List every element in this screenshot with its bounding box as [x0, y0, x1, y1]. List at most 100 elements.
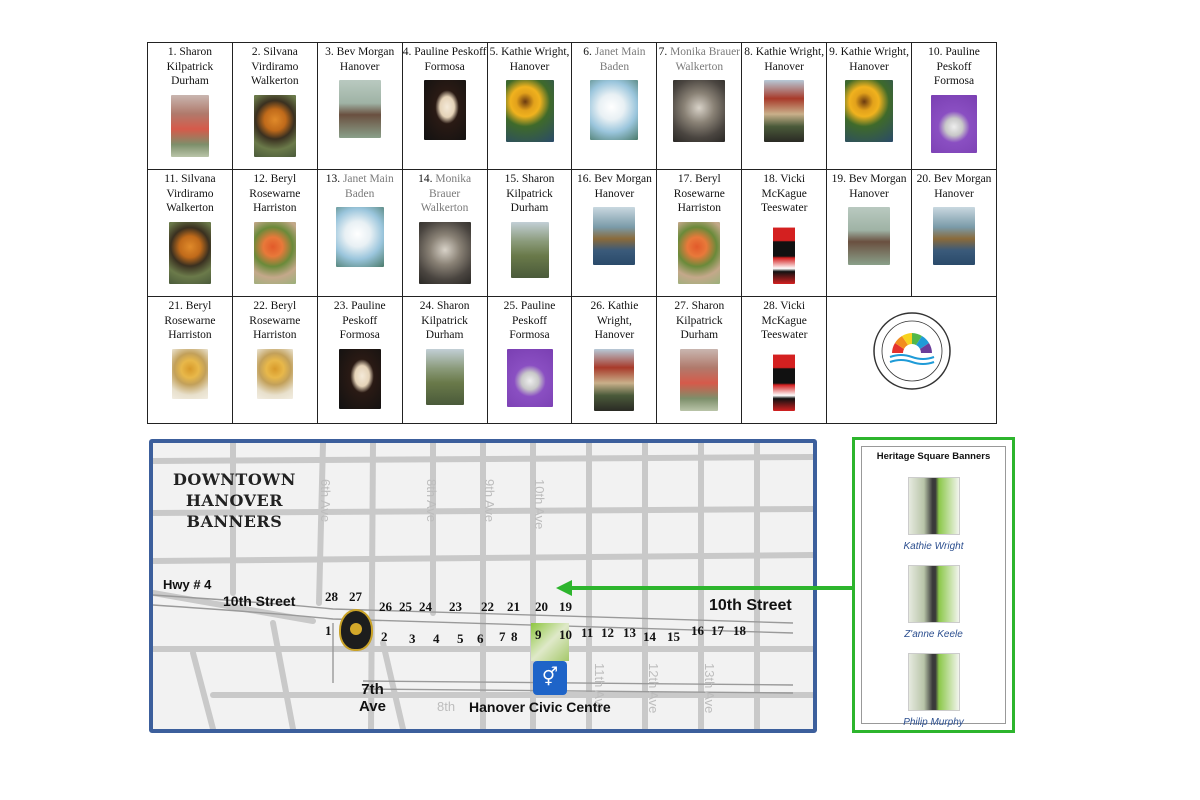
banner-town: Formosa — [509, 329, 550, 341]
banner-number: 5. — [489, 46, 499, 58]
banner-number: 1. — [167, 46, 177, 58]
banner-location-number: 9 — [535, 627, 542, 642]
banner-artwork-image — [256, 348, 293, 399]
heritage-banner-photo — [907, 565, 960, 623]
banner-town: Durham — [171, 75, 209, 87]
banner-town: Baden — [599, 60, 630, 73]
banner-number: 15. — [504, 173, 519, 185]
banner-location-number: 20 — [535, 599, 548, 614]
banner-cell: 26. Kathie Wright,Hanover — [571, 296, 658, 424]
banner-location-number: 25 — [399, 599, 412, 614]
banner-artist: Silvana Virdiramo — [166, 173, 216, 200]
washroom-icon: ⚥ — [533, 661, 567, 695]
banner-caption: 26. Kathie Wright,Hanover — [572, 297, 656, 343]
banner-location-number: 5 — [457, 631, 464, 646]
banner-artwork-image — [590, 80, 639, 140]
banner-artwork-image — [253, 221, 296, 284]
banner-artwork-image — [338, 348, 381, 409]
banner-artwork-image — [678, 221, 721, 284]
banner-number: 8. — [744, 46, 753, 58]
banner-town: Hanover — [339, 60, 380, 73]
banner-artist: Janet Main — [342, 173, 394, 185]
heritage-artist: Kathie Wright — [903, 541, 964, 552]
banner-location-number: 22 — [481, 599, 494, 614]
banner-number: 9. — [829, 46, 838, 58]
banner-artwork-image — [505, 80, 554, 142]
banner-caption: 9. Kathie Wright,Hanover — [827, 43, 911, 74]
banner-town: Harriston — [253, 329, 297, 341]
map-title: DOWNTOWN HANOVER BANNERS — [173, 470, 296, 531]
logo-cell — [826, 296, 997, 424]
banner-artist: Sharon Kilpatrick — [675, 300, 725, 327]
banner-town: Formosa — [933, 75, 975, 87]
banner-location-number: 6 — [477, 631, 484, 646]
banner-artist: Kathie Wright, — [755, 46, 825, 58]
banner-artwork-image — [253, 94, 296, 157]
banner-location-number: 10 — [559, 627, 572, 642]
heritage-square-marker — [531, 623, 569, 661]
banner-artwork-image — [680, 348, 719, 411]
civic-centre-label: Hanover Civic Centre — [469, 699, 611, 715]
banner-artist: Monika Brauer — [670, 46, 741, 58]
banner-town: Walkerton — [166, 202, 214, 214]
banner-artist: Beryl Rosewarne — [164, 300, 216, 327]
banner-location-number: 7 — [499, 629, 506, 644]
banner-artist: Bev Morgan — [336, 46, 395, 58]
banner-artist: Bev Morgan — [848, 173, 907, 185]
banner-town: Teeswater — [760, 329, 808, 341]
banner-number: 16. — [576, 173, 592, 185]
ave-label-13th: 13th Ave — [702, 663, 717, 714]
banner-number: 17. — [677, 173, 693, 185]
heritage-artist: Philip Murphy — [903, 717, 964, 728]
downtown-map: DOWNTOWN HANOVER BANNERS 6th Ave 8th Ave… — [149, 439, 817, 733]
banner-location-number: 26 — [379, 599, 392, 614]
banner-location-number: 8 — [511, 629, 518, 644]
banner-artist: Kathie Wright, — [596, 300, 639, 327]
banner-location-number: 4 — [433, 631, 440, 646]
banner-artwork-image — [593, 207, 636, 265]
street-label-left: 10th Street — [223, 593, 296, 609]
banner-town: Durham — [425, 329, 464, 341]
banner-artist: Pauline Peskoff — [342, 300, 386, 327]
banner-artwork-image — [425, 348, 464, 405]
banner-number: 27. — [674, 300, 689, 312]
banner-location-number: 17 — [711, 623, 724, 638]
banner-artist: Vicki McKague — [761, 173, 807, 200]
banner-town: Harriston — [253, 202, 297, 214]
banner-artwork-image — [170, 94, 209, 157]
banner-number: 10. — [928, 46, 943, 58]
banner-artist: Vicki McKague — [761, 300, 807, 327]
banner-number: 19. — [831, 173, 847, 185]
banner-number: 13. — [325, 173, 341, 185]
banner-cell: 8. Kathie Wright,Hanover — [741, 42, 828, 170]
banner-town: Harriston — [168, 329, 212, 341]
banner-artwork-image — [338, 80, 381, 138]
